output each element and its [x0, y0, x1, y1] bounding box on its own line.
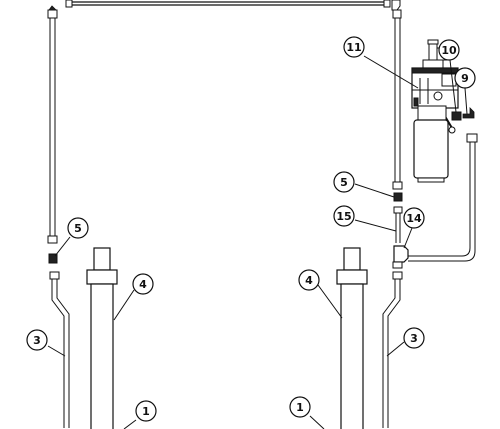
svg-text:1: 1 — [296, 401, 304, 414]
right-vertical-hose — [392, 18, 403, 190]
svg-text:4: 4 — [139, 278, 147, 291]
callout-1-left: 1 — [135, 400, 157, 422]
callout-11: 11 — [343, 36, 365, 58]
right-column — [336, 247, 368, 429]
elbow-fitting-left-top — [47, 5, 58, 19]
svg-text:11: 11 — [346, 41, 361, 54]
callout-3-right: 3 — [403, 327, 425, 349]
leader-lines — [47, 55, 468, 429]
svg-text:5: 5 — [340, 176, 348, 189]
callout-15: 15 — [333, 205, 355, 227]
hydraulic-fitting-right — [393, 192, 403, 202]
short-hose-segment — [393, 206, 403, 243]
left-column — [86, 247, 118, 429]
callout-4-right: 4 — [298, 269, 320, 291]
left-lift-hose — [49, 271, 70, 428]
elbow-fitting-9 — [462, 107, 475, 119]
tee-fitting — [392, 245, 409, 269]
callout-5-left: 5 — [67, 217, 89, 239]
svg-text:3: 3 — [410, 332, 418, 345]
svg-text:1: 1 — [142, 405, 150, 418]
elbow-fitting-right-top — [391, 0, 402, 19]
left-vertical-hose — [47, 18, 58, 244]
svg-text:9: 9 — [461, 72, 469, 85]
hydraulic-fitting-left — [48, 253, 58, 264]
callout-4-left: 4 — [132, 273, 154, 295]
power-unit — [411, 39, 459, 183]
pump-supply-hose — [408, 133, 478, 262]
callout-5-right: 5 — [333, 171, 355, 193]
overhead-hose — [65, 0, 391, 8]
svg-text:14: 14 — [406, 212, 422, 225]
callout-3-left: 3 — [26, 329, 48, 351]
svg-text:15: 15 — [336, 210, 351, 223]
callout-10: 10 — [438, 39, 460, 61]
svg-text:5: 5 — [74, 222, 82, 235]
pump-fitting-10 — [451, 111, 462, 121]
right-lift-hose — [382, 271, 403, 428]
callout-14: 14 — [403, 207, 425, 229]
svg-text:10: 10 — [441, 44, 457, 57]
callout-9: 9 — [454, 67, 476, 89]
callout-1-right: 1 — [289, 396, 311, 418]
svg-text:4: 4 — [305, 274, 313, 287]
svg-text:3: 3 — [33, 334, 41, 347]
